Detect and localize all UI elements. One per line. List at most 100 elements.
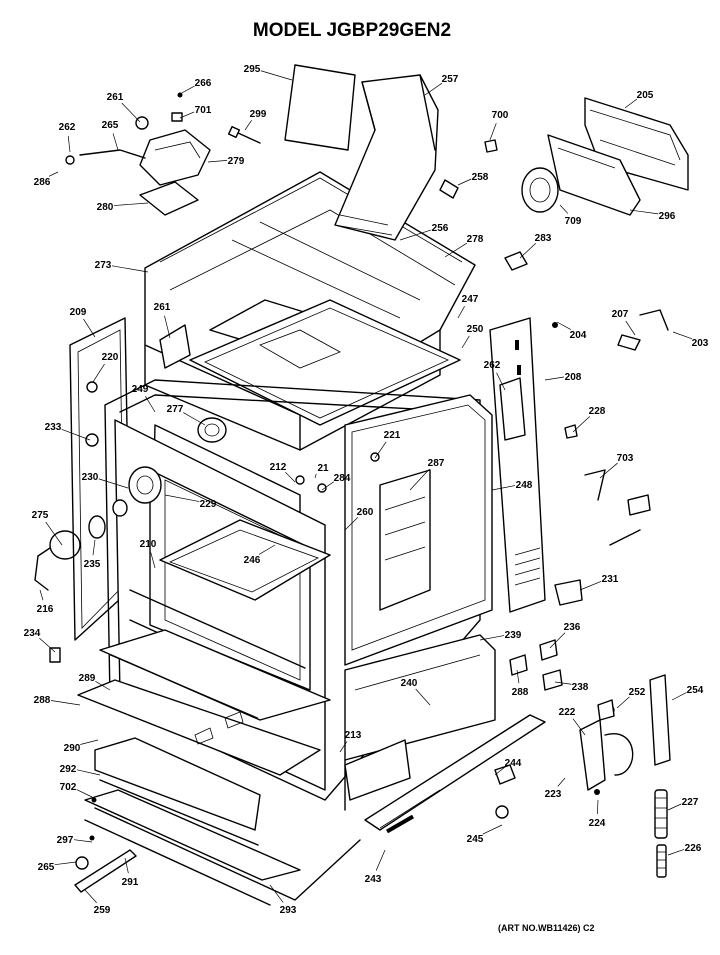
door-hinge-parts xyxy=(494,674,671,878)
callout-c226: 226 xyxy=(685,843,702,854)
callout-c252: 252 xyxy=(629,687,646,698)
callout-c210: 210 xyxy=(140,539,157,550)
leader-line-c702 xyxy=(76,789,93,798)
storage-drawer xyxy=(77,629,361,906)
callout-c246: 246 xyxy=(244,555,261,566)
leader-line-c240 xyxy=(415,688,431,706)
callout-c278: 278 xyxy=(467,234,484,245)
callout-c229: 229 xyxy=(200,499,217,510)
callout-c221: 221 xyxy=(384,430,401,441)
callout-c245: 245 xyxy=(467,834,484,845)
leader-line-c288b xyxy=(50,700,81,706)
callout-c240: 240 xyxy=(401,678,418,689)
callout-c228: 228 xyxy=(589,406,606,417)
leader-line-c289 xyxy=(95,680,111,691)
leader-line-c209 xyxy=(83,318,96,338)
right-bracket xyxy=(499,377,526,441)
leader-line-c205 xyxy=(624,98,638,109)
small-fasteners-right xyxy=(509,309,669,721)
callout-c243: 243 xyxy=(365,874,382,885)
callout-c250: 250 xyxy=(467,324,484,335)
callout-c287: 287 xyxy=(428,458,445,469)
callout-c259: 259 xyxy=(94,905,111,916)
callout-c227: 227 xyxy=(682,797,699,808)
callout-c262a: 262 xyxy=(59,122,76,133)
callout-c275: 275 xyxy=(32,510,49,521)
callout-c288b: 288 xyxy=(34,695,51,706)
leader-line-c208 xyxy=(544,376,565,381)
callout-c290: 290 xyxy=(64,743,81,754)
cooktop-rim xyxy=(189,299,461,426)
leader-line-c246 xyxy=(258,544,276,555)
callout-c213: 213 xyxy=(345,730,362,741)
leader-line-c230 xyxy=(98,478,129,489)
broiler-burner xyxy=(344,714,546,834)
callout-c297: 297 xyxy=(57,835,74,846)
leader-line-c283 xyxy=(519,243,537,259)
callout-c220: 220 xyxy=(102,352,119,363)
leader-line-c293 xyxy=(269,884,284,903)
callout-c265: 265 xyxy=(102,120,119,131)
leader-line-c257 xyxy=(424,82,443,96)
callout-c273: 273 xyxy=(95,260,112,271)
leader-line-c287 xyxy=(409,468,430,491)
callout-c204: 204 xyxy=(570,330,587,341)
leader-line-c254 xyxy=(671,692,687,701)
leader-line-c239 xyxy=(479,635,505,641)
leader-line-c248 xyxy=(491,485,516,491)
callout-c709: 709 xyxy=(565,216,582,227)
leader-line-c265 xyxy=(112,133,119,151)
callout-c700: 700 xyxy=(492,110,509,121)
callout-c279: 279 xyxy=(228,156,245,167)
leader-line-c250 xyxy=(461,335,470,349)
leader-line-c238 xyxy=(554,681,572,685)
leader-line-c249 xyxy=(145,396,156,413)
leader-line-c261b xyxy=(164,315,171,339)
leader-line-c220 xyxy=(92,363,105,383)
leader-line-c273 xyxy=(111,265,149,273)
callout-c257: 257 xyxy=(442,74,459,85)
backsplash xyxy=(334,74,439,241)
leader-line-c222 xyxy=(572,718,586,736)
callout-c280: 280 xyxy=(97,202,114,213)
callout-c235: 235 xyxy=(84,559,101,570)
callout-c256: 256 xyxy=(432,223,449,234)
oven-interior-bottom xyxy=(159,519,331,601)
callout-c21: 21 xyxy=(317,463,329,474)
leader-line-c260 xyxy=(344,517,359,531)
leader-line-c290 xyxy=(80,739,99,745)
leader-line-c234 xyxy=(39,637,56,653)
side-bracket xyxy=(159,324,191,369)
callout-c207: 207 xyxy=(612,309,629,320)
leader-line-c703 xyxy=(599,462,618,479)
leader-line-c266 xyxy=(177,85,195,96)
right-side-panel xyxy=(344,394,493,666)
leader-line-c212 xyxy=(285,471,296,483)
callout-c292: 292 xyxy=(60,764,77,775)
leader-line-c213 xyxy=(339,741,348,753)
leader-line-c252 xyxy=(616,696,630,709)
leader-line-c21 xyxy=(314,473,317,479)
callout-c284: 284 xyxy=(334,473,351,484)
leader-line-c223 xyxy=(557,777,566,787)
leader-line-c204 xyxy=(556,321,572,330)
leader-line-c275 xyxy=(45,521,63,546)
callout-c289: 289 xyxy=(79,673,96,684)
leader-line-c259 xyxy=(84,889,97,903)
callout-c231: 231 xyxy=(602,574,619,585)
callout-c262b: 262 xyxy=(484,360,501,371)
burner-valve-assembly xyxy=(65,112,211,216)
leader-line-c297 xyxy=(73,839,93,843)
leader-line-c701 xyxy=(179,111,195,119)
leader-line-c278 xyxy=(444,242,468,258)
callout-c205: 205 xyxy=(637,90,654,101)
leader-line-c243 xyxy=(375,849,386,871)
callout-c261a: 261 xyxy=(107,92,124,103)
callout-c203: 203 xyxy=(692,338,709,349)
callout-c265b: 265 xyxy=(38,862,55,873)
callout-c224: 224 xyxy=(589,818,606,829)
callout-c234: 234 xyxy=(24,628,41,639)
leader-line-c291 xyxy=(124,857,129,874)
callout-c239: 239 xyxy=(505,630,522,641)
